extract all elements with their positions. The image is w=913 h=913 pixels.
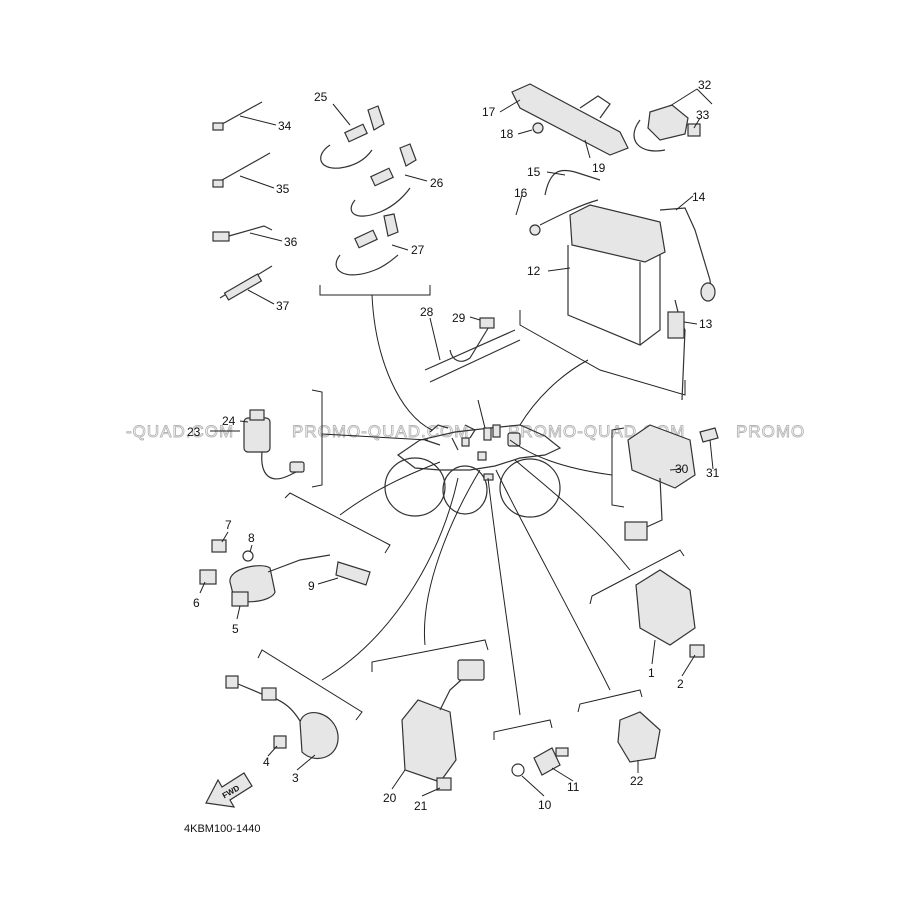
callout-24: 24 [222,414,236,428]
callout-33: 33 [696,108,710,122]
watermark-text-2: PROMO-QUAD.COM [292,422,469,441]
callout-20: 20 [383,791,397,805]
watermark-text-4: PROMO [736,422,805,441]
callout-29: 29 [452,311,466,325]
callout-5: 5 [232,622,239,636]
callout-13: 13 [699,317,713,331]
callout-10: 10 [538,798,552,812]
part-wire-harness [424,317,521,383]
group-brackets [257,285,686,740]
callout-23: 23 [187,425,201,439]
callout-19: 19 [592,161,606,175]
callout-6: 6 [193,596,200,610]
part-starter-relay-harness [633,104,701,152]
callout-34: 34 [278,119,292,133]
part-battery [529,169,716,401]
callout-26: 26 [430,176,444,190]
callout-17: 17 [482,105,496,119]
callout-31: 31 [706,466,720,480]
callout-3: 3 [292,771,299,785]
callout-numbers: 1 2 3 4 5 6 7 8 9 10 11 12 13 14 15 16 1… [187,78,720,813]
callout-1: 1 [648,666,655,680]
callout-9: 9 [308,579,315,593]
part-battery-bracket [511,83,629,156]
callout-8: 8 [248,531,255,545]
callout-22: 22 [630,774,644,788]
fwd-arrow: FWD [205,772,253,808]
callout-35: 35 [276,182,290,196]
watermark-text-1: -QUAD.COM [126,422,234,441]
leader-lines [321,294,631,716]
callout-12: 12 [527,264,541,278]
part-ignition-coil [199,539,371,607]
part-cdi-unit [624,424,719,541]
callout-25: 25 [314,90,328,104]
part-rectifier-regulator [401,659,485,791]
watermark: -QUAD.COM PROMO-QUAD.COM PROMO-QUAD.COM … [126,422,805,442]
callout-36: 36 [284,235,298,249]
callout-14: 14 [692,190,706,204]
callout-4: 4 [263,755,270,769]
callout-11: 11 [567,780,580,794]
callout-15: 15 [527,165,541,179]
part-starter-relay [635,569,705,658]
drawing-code: 4KBM100-1440 [184,823,260,835]
callout-7: 7 [225,518,232,532]
callout-leaders [199,88,714,797]
atv-frame-sketch [384,424,562,518]
part-pickup-coil [225,675,339,760]
callout-27: 27 [411,243,425,257]
part-cover [617,711,661,763]
callout-32: 32 [698,78,712,92]
callout-18: 18 [500,127,514,141]
callout-28: 28 [420,305,434,319]
callout-30: 30 [675,462,689,476]
part-main-switch [243,409,305,480]
callout-37: 37 [276,299,290,313]
part-spark-plug-leads [320,105,417,276]
callout-21: 21 [414,799,428,813]
callout-16: 16 [514,186,528,200]
part-cable-ties [212,101,273,301]
part-neutral-switch [511,747,569,777]
callout-2: 2 [677,677,684,691]
